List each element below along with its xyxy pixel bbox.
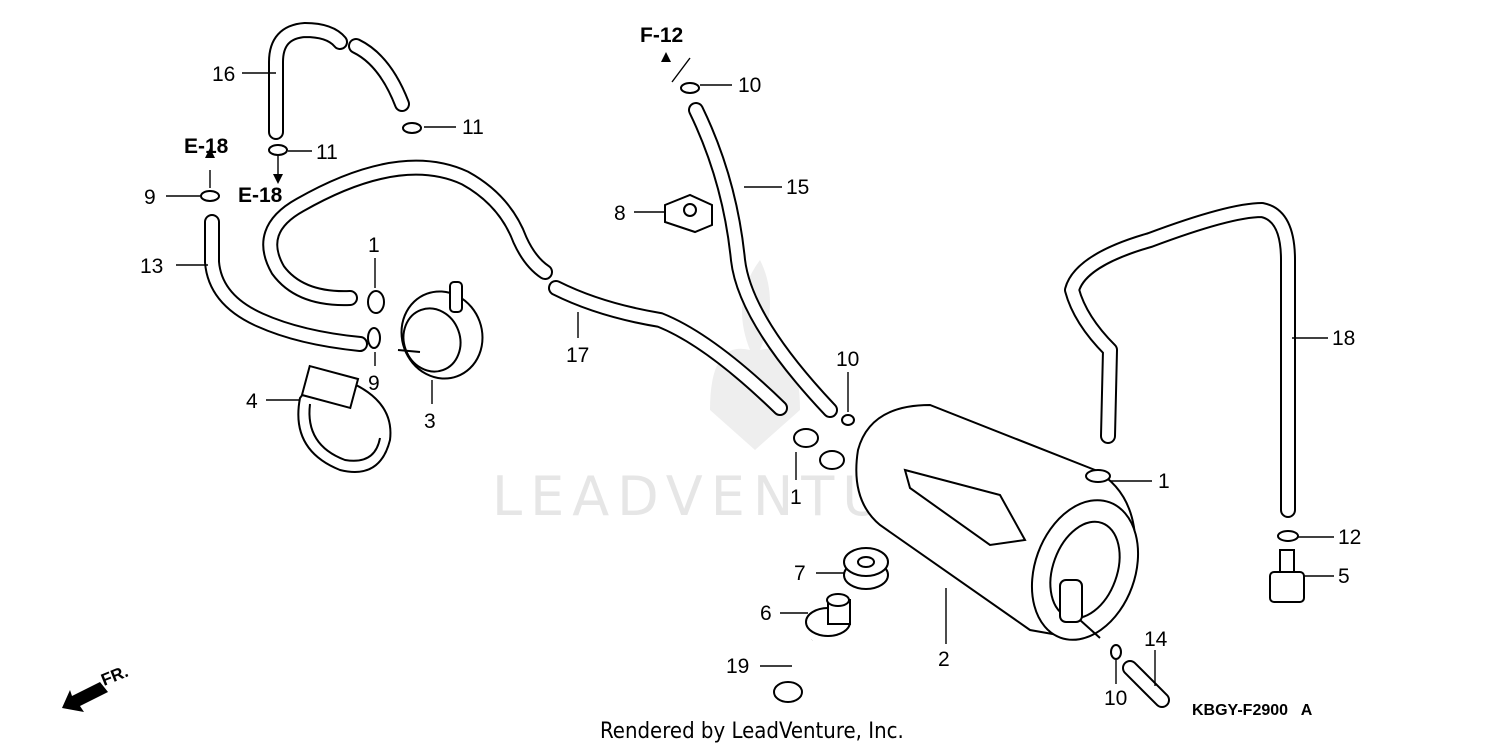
- hose-15: [688, 102, 838, 418]
- arrow-e18-top: [205, 148, 215, 158]
- clamp-10b: [841, 414, 855, 426]
- clamp-1a: [367, 290, 385, 314]
- callout-5: 5: [1338, 565, 1350, 588]
- ref-f12: F-12: [640, 24, 683, 47]
- callout-7: 7: [794, 562, 806, 585]
- callout-16: 16: [212, 63, 235, 86]
- arrow-e18-bottom: [273, 174, 283, 184]
- callout-17: 17: [566, 344, 589, 367]
- bracket-part-8: [664, 193, 713, 234]
- callout-11-upper: 11: [462, 116, 484, 139]
- callout-11-lower: 11: [316, 141, 338, 164]
- callout-15: 15: [786, 176, 809, 199]
- callout-2: 2: [938, 648, 950, 671]
- ref-e18-bottom: E-18: [238, 184, 283, 207]
- clamp-1c: [1085, 469, 1111, 483]
- callout-3: 3: [424, 410, 436, 433]
- callout-6: 6: [760, 602, 772, 625]
- diagram-code: KBGY-F2900 A: [1192, 702, 1313, 719]
- leader-lines: [166, 57, 1334, 686]
- valve-part-3: [397, 281, 484, 380]
- footer-credit: Rendered by LeadVenture, Inc.: [600, 719, 904, 744]
- callout-9-lower: 9: [368, 372, 380, 395]
- direction-label: FR.: [98, 662, 131, 690]
- callout-10-middle: 10: [836, 348, 859, 371]
- callout-9-left: 9: [144, 186, 156, 209]
- arrow-f12: [661, 52, 671, 62]
- clamp-9a: [200, 190, 220, 202]
- fitting-part-5: [1269, 549, 1305, 603]
- clamp-11a: [402, 122, 422, 134]
- callout-13: 13: [140, 255, 163, 278]
- clamp-10c: [1110, 644, 1122, 660]
- clamp-10a: [680, 82, 700, 94]
- grommet-part-7: [843, 547, 889, 590]
- callout-14: 14: [1144, 628, 1168, 651]
- callout-10-bottom: 10: [1104, 687, 1127, 710]
- hose-18: [1064, 202, 1296, 518]
- hose-16: [268, 22, 410, 140]
- hose-13: [204, 214, 368, 352]
- callout-1-left: 1: [368, 234, 380, 257]
- bolt-part-19: [773, 639, 814, 703]
- callout-10-top: 10: [738, 74, 761, 97]
- front-direction-arrow: FR.: [62, 662, 131, 712]
- clamps: [200, 82, 1299, 660]
- callout-4: 4: [246, 390, 258, 413]
- hose-17: [548, 280, 788, 416]
- canister-part-2: [819, 403, 1140, 641]
- front-arrow-icon: [62, 682, 108, 712]
- clamp-11b: [268, 144, 288, 156]
- hose-14: [1122, 660, 1170, 708]
- ref-e18-top: E-18: [184, 135, 229, 158]
- collar-part-6: [805, 593, 851, 637]
- clamp-1b: [793, 428, 819, 448]
- clamp-9b: [367, 327, 381, 349]
- callout-8: 8: [614, 202, 626, 225]
- callout-1-right: 1: [1158, 470, 1170, 493]
- callout-1-middle: 1: [790, 486, 802, 509]
- clamp-12: [1277, 530, 1299, 542]
- band-part-4: [297, 364, 392, 473]
- callout-19: 19: [726, 655, 749, 678]
- callout-18: 18: [1332, 327, 1355, 350]
- callout-12: 12: [1338, 526, 1361, 549]
- hose-upper-loop: [262, 159, 553, 307]
